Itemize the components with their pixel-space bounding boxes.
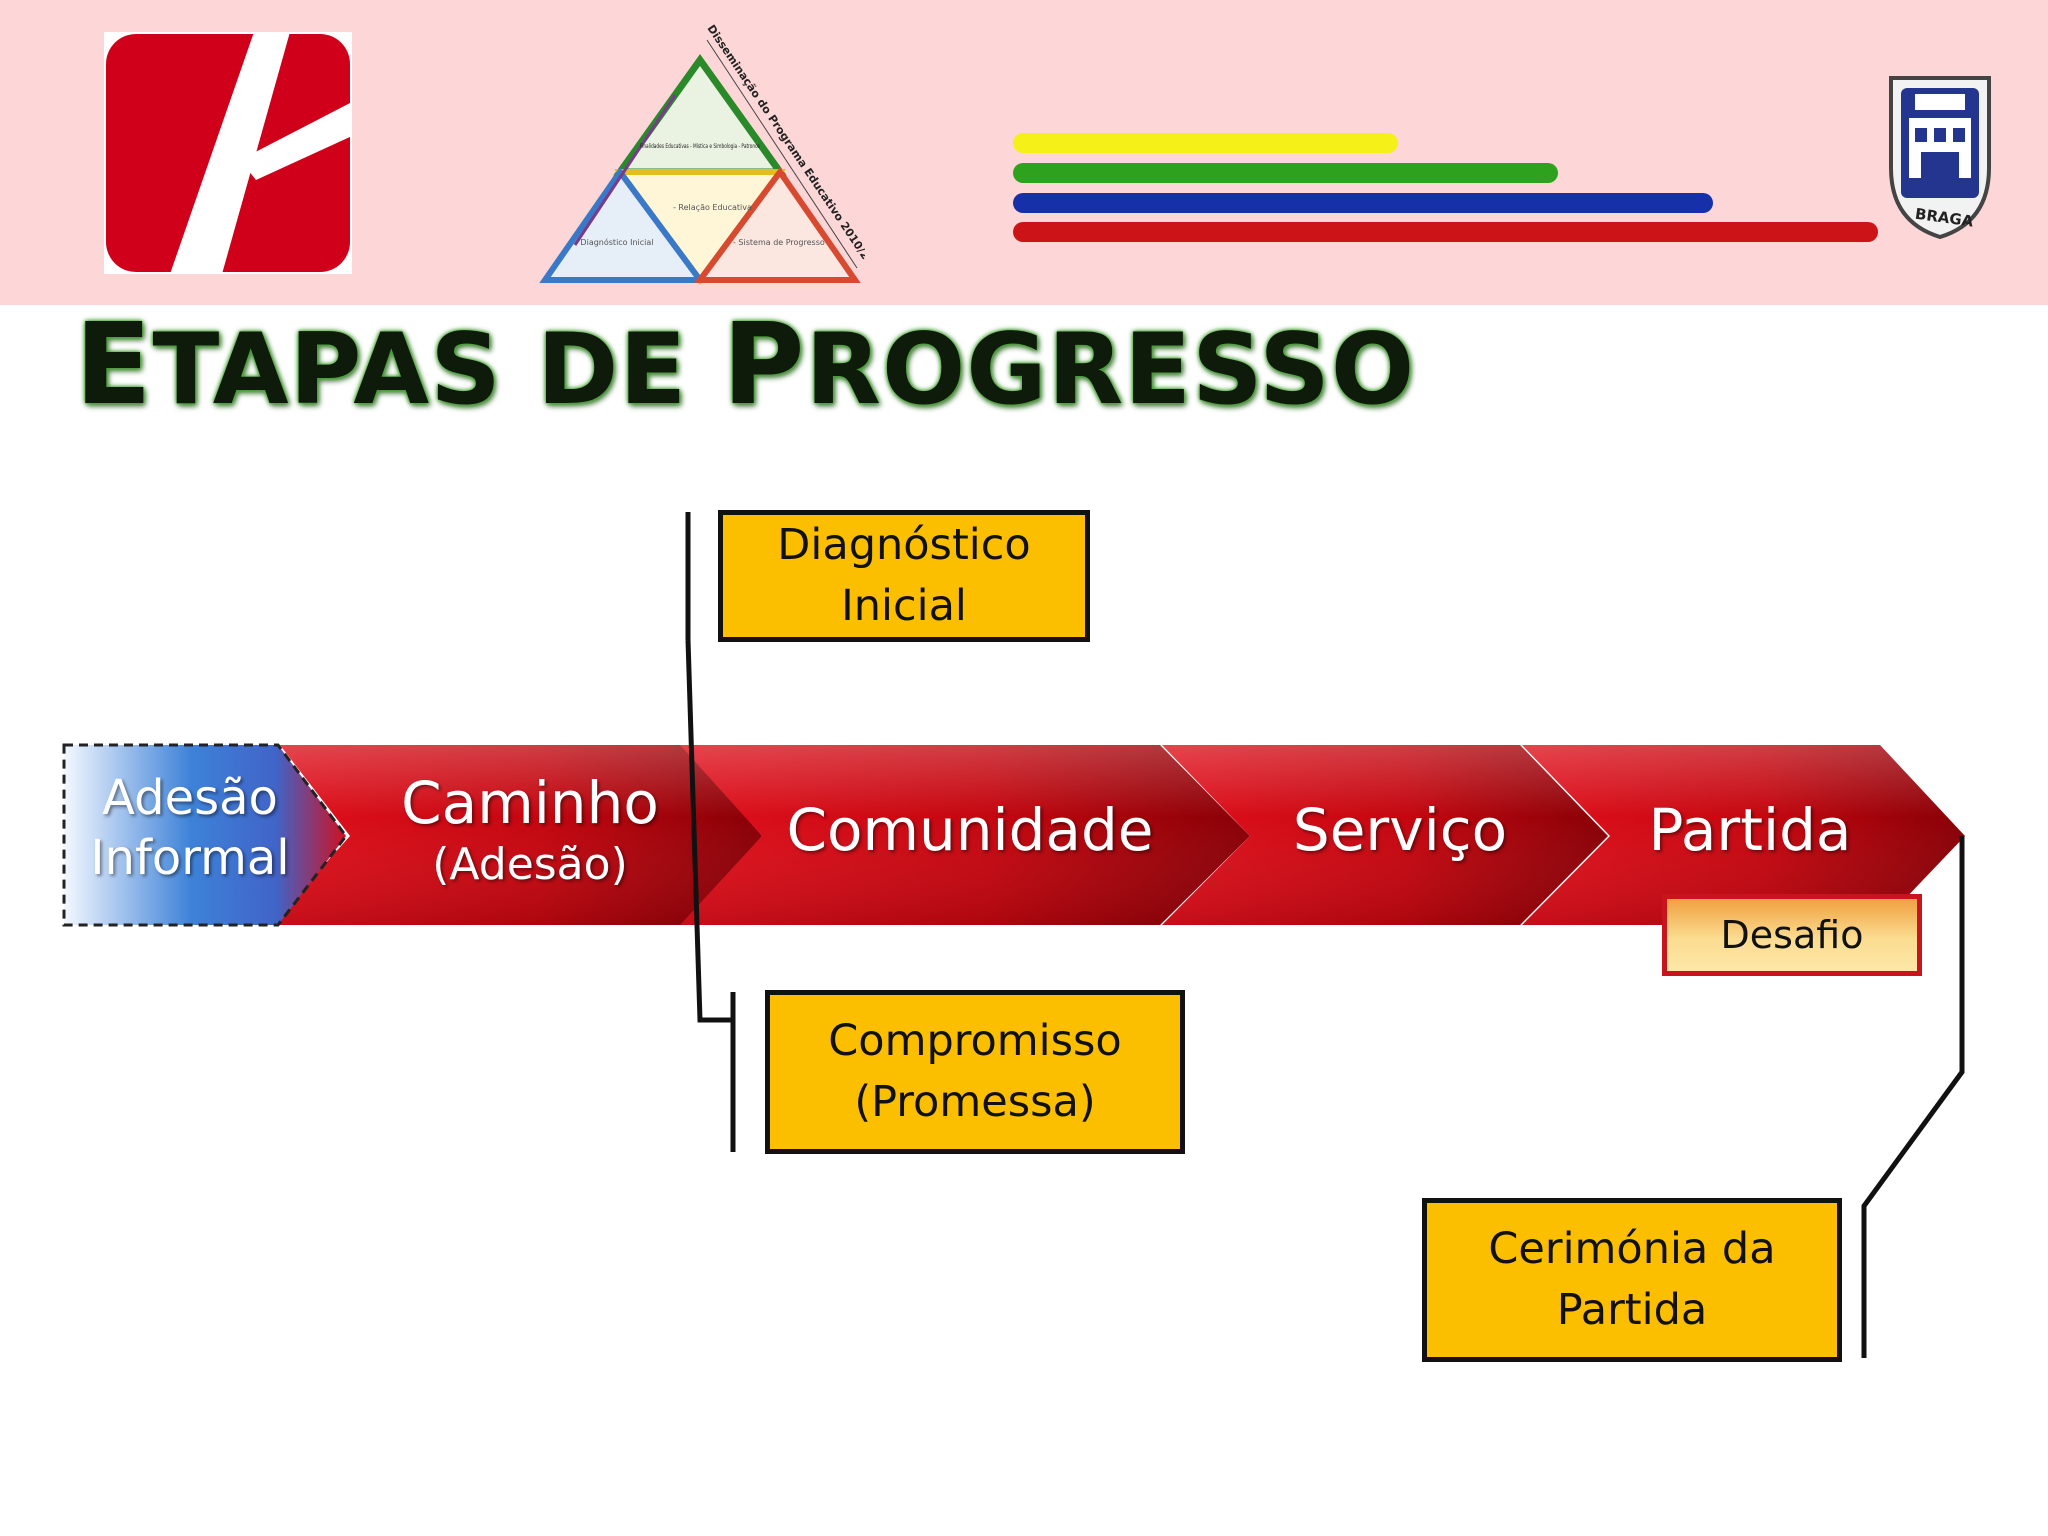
milestone-cerimonia-da-partida: Cerimónia da Partida: [1422, 1198, 1842, 1362]
bar-yellow: [1013, 133, 1398, 153]
milestone-compromisso: Compromisso (Promessa): [765, 990, 1185, 1154]
stage-caminho-line1: Caminho: [401, 769, 659, 837]
desafio-box: Desafio: [1662, 894, 1922, 976]
stage-servico-line1: Serviço: [1292, 796, 1508, 864]
colored-bars: [1013, 133, 1878, 242]
page-title-initial-2: P: [722, 300, 806, 430]
page-title: ETAPAS DE PROGRESSO: [75, 300, 1415, 430]
stage-arrow-partida: [1522, 745, 1965, 925]
stage-caminho-line2: (Adesão): [432, 839, 628, 890]
bracket-line-cerimonia: [1861, 836, 1965, 1358]
milestone-diagnostico-line1: Diagnóstico: [777, 520, 1031, 570]
triangle-logo-right-text: - Sistema de Progresso: [733, 238, 825, 247]
milestone-diagnostico-line2: Inicial: [841, 581, 967, 631]
bracket-line-diagnostico: [685, 512, 732, 1023]
desafio-label: Desafio: [1720, 913, 1864, 957]
stage-adesao-line2: Informal: [90, 830, 290, 886]
stage-partida-line1: Partida: [1648, 796, 1852, 864]
bar-blue: [1013, 193, 1713, 213]
bar-green: [1013, 163, 1558, 183]
stage-label-comunidade: Comunidade: [760, 795, 1180, 865]
milestone-compromisso-line1: Compromisso: [828, 1016, 1122, 1066]
stage-arrow-servico: [1162, 745, 1608, 925]
stage-label-caminho: Caminho (Adesão): [390, 768, 670, 892]
stage-comunidade-line1: Comunidade: [786, 796, 1154, 864]
triangle-logo-middle-text: - Relação Educativa: [673, 203, 752, 212]
braga-crest-icon: BRAGA: [1889, 76, 1991, 240]
stage-arrow-comunidade: [674, 745, 1250, 925]
milestone-cerimonia-line2: Partida: [1556, 1285, 1708, 1335]
milestone-cerimonia-line1: Cerimónia da: [1488, 1224, 1776, 1274]
page-title-part-2: ROGRESSO: [805, 313, 1416, 427]
stage-label-adesao-informal: Adesão Informal: [80, 768, 300, 888]
triangle-logo-left-text: - Diagnóstico Inicial: [575, 237, 654, 247]
scouts-logo-icon: [104, 32, 352, 274]
stage-label-partida: Partida: [1600, 795, 1900, 865]
milestone-diagnostico-inicial: Diagnóstico Inicial: [718, 510, 1090, 642]
milestone-compromisso-line2: (Promessa): [854, 1077, 1096, 1127]
stage-adesao-line1: Adesão: [102, 770, 278, 826]
triangle-logo-icon: Disseminação do Programa Educativo 2010/…: [539, 22, 865, 286]
page-title-initial-1: E: [75, 300, 153, 430]
stage-arrow-adesao-informal: [62, 743, 348, 927]
triangle-logo-top-text: Finalidades Educativas - Mística e Simbo…: [640, 143, 760, 150]
stage-label-servico: Serviço: [1250, 795, 1550, 865]
bar-red: [1013, 222, 1878, 242]
page-title-part-1: TAPAS DE: [152, 313, 723, 427]
stage-arrow-caminho: [270, 745, 762, 925]
